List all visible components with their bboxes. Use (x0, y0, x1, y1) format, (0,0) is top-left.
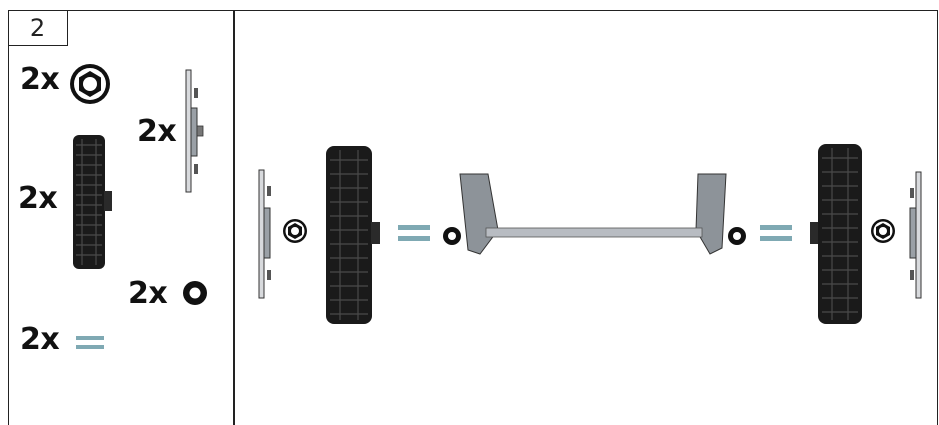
qty-spacer-tube: 2x (20, 322, 59, 357)
hex-nut-icon (68, 62, 112, 106)
left-wheel (326, 146, 380, 324)
step-number: 2 (30, 14, 45, 42)
step-number-box: 2 (8, 10, 68, 46)
right-hex-nut (871, 219, 895, 243)
left-hubcap (259, 170, 271, 298)
qty-hubcap: 2x (137, 114, 176, 149)
axle-frame (460, 174, 726, 254)
hubcap-icon (180, 68, 210, 194)
left-spacer-tube (398, 225, 430, 241)
washer-icon (180, 278, 210, 308)
qty-hex-nut: 2x (20, 62, 59, 97)
spacer-tube-icon (74, 334, 106, 352)
right-hubcap (910, 172, 921, 298)
left-hex-nut (283, 219, 307, 243)
qty-wheel: 2x (18, 181, 57, 216)
qty-washer: 2x (128, 276, 167, 311)
panel-divider (233, 10, 235, 425)
right-spacer-tube (760, 225, 792, 241)
wheel-icon (72, 133, 116, 271)
assembly-diagram (240, 130, 935, 330)
right-wheel (810, 144, 862, 324)
